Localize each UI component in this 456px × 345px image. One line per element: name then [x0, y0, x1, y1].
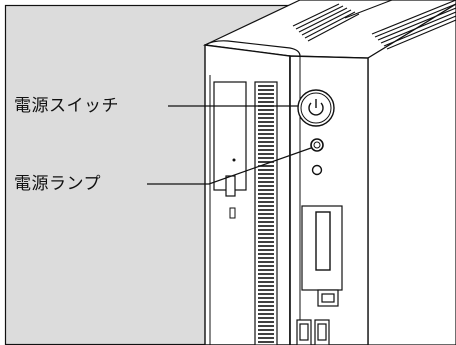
- leader-line-power-lamp: [147, 147, 312, 185]
- secondary-indicator: [311, 164, 323, 176]
- power-lamp: [310, 138, 324, 152]
- small-port: [317, 289, 339, 307]
- top-vent-slots: [292, 0, 456, 50]
- power-switch-label: 電源スイッチ: [14, 96, 119, 116]
- usb-ports: [296, 319, 330, 345]
- eject-button: [225, 175, 236, 197]
- card-slot: [301, 205, 343, 291]
- power-button: [297, 89, 335, 127]
- tower-side: [367, 3, 456, 345]
- power-symbol-icon: [308, 99, 324, 116]
- front-vent-grille: [254, 81, 278, 345]
- optical-drive-bay: [213, 81, 247, 191]
- power-lamp-label: 電源ランプ: [14, 174, 101, 194]
